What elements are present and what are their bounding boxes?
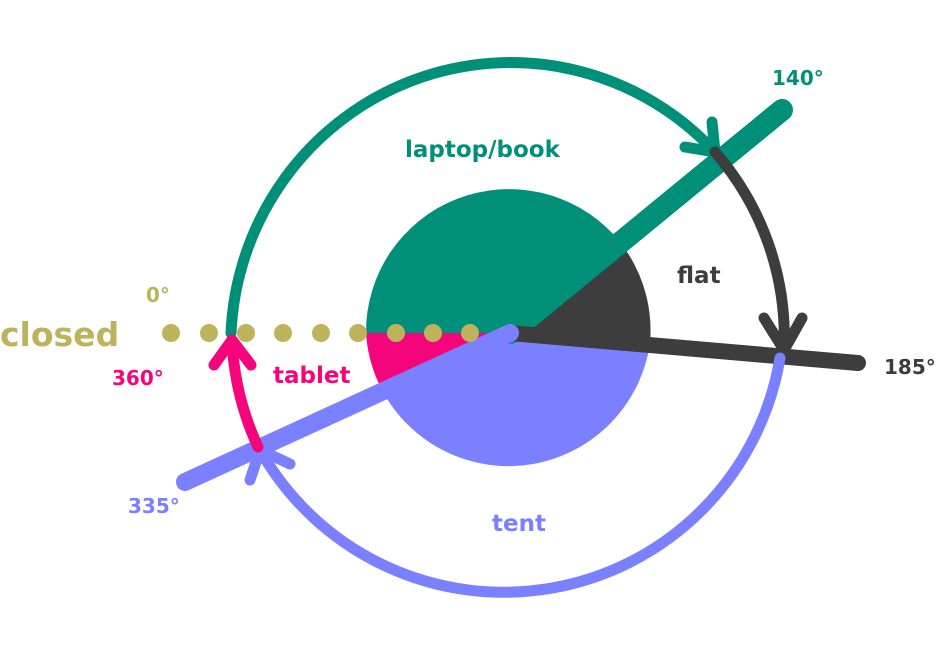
tent-mode-label: tent: [492, 511, 546, 537]
angle-140-label: 140°: [772, 66, 824, 90]
angle-360-label: 360°: [112, 366, 164, 390]
laptop-arc: [225, 57, 721, 339]
laptop-book-mode-label: laptop/book: [405, 137, 561, 163]
tent-arc: [254, 352, 786, 598]
tablet-arrowhead: [208, 334, 257, 371]
closed-label: closed: [0, 315, 119, 354]
angle-185-label: 185°: [884, 355, 936, 379]
angle-335-label: 335°: [128, 494, 180, 518]
hinge-line-140: [499, 99, 793, 344]
flat-arrowhead: [758, 312, 808, 356]
hinge-line-335: [176, 324, 519, 491]
hinge-line-185: [502, 325, 866, 371]
flat-arc: [709, 146, 790, 356]
closed-dotted-line: [162, 324, 479, 342]
flat-mode-label: flat: [677, 263, 721, 289]
tablet-mode-label: tablet: [273, 363, 350, 389]
angle-0-label: 0°: [146, 283, 170, 307]
pie-laptop-wedge: [365, 189, 614, 333]
